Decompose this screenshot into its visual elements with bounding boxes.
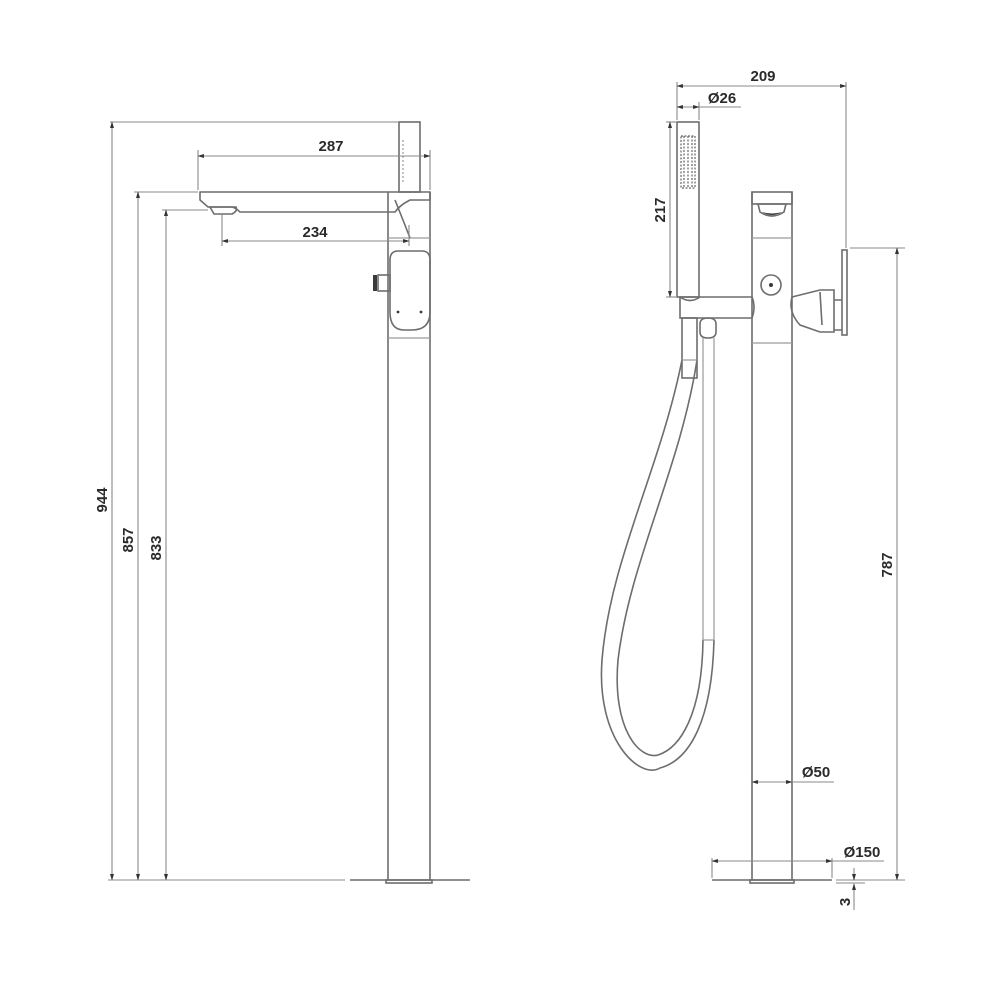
dim-d50: Ø50 [751, 764, 834, 784]
side-handshower [398, 121, 421, 193]
front-diverter-knob [760, 274, 782, 296]
front-base [712, 879, 832, 884]
dim-d150: Ø150 [711, 844, 884, 878]
front-handshower [676, 121, 700, 298]
dim-label-d26: Ø26 [708, 90, 736, 107]
dim-287: 287 [197, 138, 431, 190]
dim-label-d150: Ø150 [844, 844, 881, 861]
side-base [350, 879, 470, 884]
dim-833: 833 [148, 209, 208, 881]
front-view: 209 Ø26 217 787 Ø50 [600, 68, 905, 910]
dim-944: 944 [94, 121, 399, 881]
dim-label-287: 287 [318, 138, 343, 155]
front-holder-arm [679, 296, 755, 640]
dim-label-217: 217 [652, 197, 669, 222]
dim-label-234: 234 [302, 224, 328, 241]
dim-234: 234 [221, 214, 410, 246]
dim-label-944: 944 [94, 487, 111, 513]
dim-857: 857 [120, 191, 198, 881]
dim-label-787: 787 [879, 552, 896, 577]
dim-217: 217 [652, 121, 676, 298]
dim-label-857: 857 [120, 527, 137, 552]
side-lever [373, 250, 431, 331]
dim-d26: Ø26 [676, 90, 741, 120]
front-column [751, 191, 793, 880]
front-hose [600, 359, 715, 771]
side-column [387, 192, 431, 880]
side-view: 944 857 833 287 234 [94, 121, 470, 884]
dim-label-3: 3 [837, 898, 854, 906]
front-lever [790, 249, 848, 336]
dim-label-833: 833 [148, 535, 165, 560]
dim-209: 209 [676, 68, 847, 248]
shower-nozzle-grid [680, 135, 696, 189]
dim-3: 3 [836, 868, 865, 910]
dim-787: 787 [836, 247, 905, 881]
dim-label-209: 209 [750, 68, 775, 85]
dim-label-d50: Ø50 [802, 764, 830, 781]
